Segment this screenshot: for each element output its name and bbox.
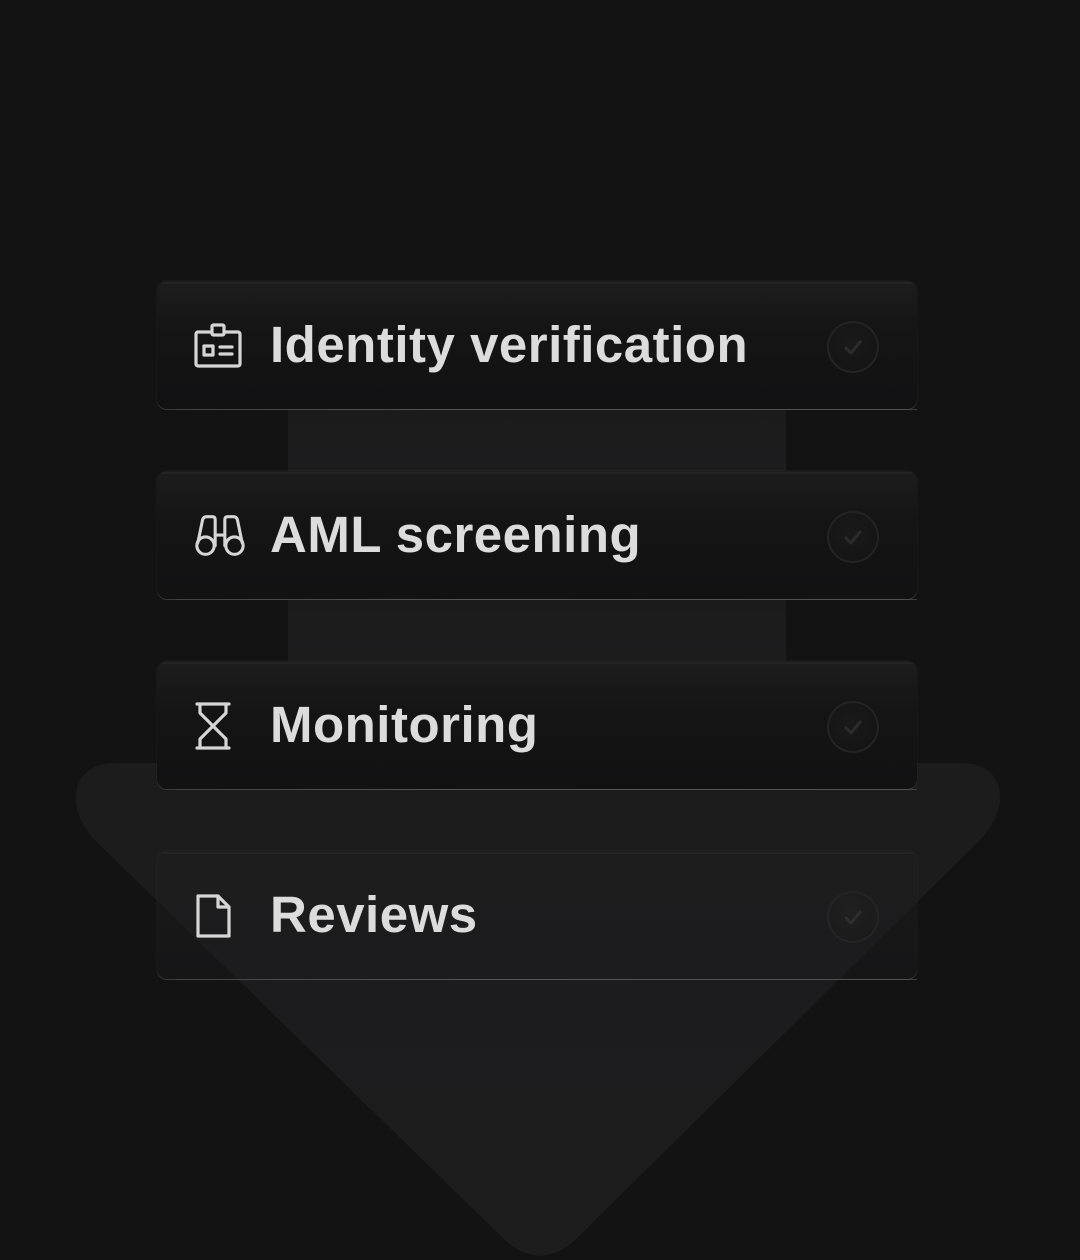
- step-aml-screening[interactable]: AML screening: [157, 471, 917, 600]
- check-circle-icon: [827, 891, 879, 943]
- step-identity-verification[interactable]: Identity verification: [157, 281, 917, 410]
- check-circle-icon: [827, 701, 879, 753]
- id-badge-icon: [193, 321, 247, 371]
- step-reviews[interactable]: Reviews: [157, 851, 917, 980]
- check-circle-icon: [827, 321, 879, 373]
- check-circle-icon: [827, 511, 879, 563]
- step-monitoring[interactable]: Monitoring: [157, 661, 917, 790]
- step-label: AML screening: [270, 506, 642, 563]
- flow-connector: [288, 600, 786, 662]
- flow-connector: [288, 410, 786, 472]
- step-label: Identity verification: [270, 316, 749, 373]
- document-icon: [193, 891, 247, 941]
- step-label: Reviews: [270, 886, 478, 943]
- step-label: Monitoring: [270, 696, 539, 753]
- binoculars-icon: [193, 511, 247, 561]
- hourglass-icon: [193, 701, 247, 751]
